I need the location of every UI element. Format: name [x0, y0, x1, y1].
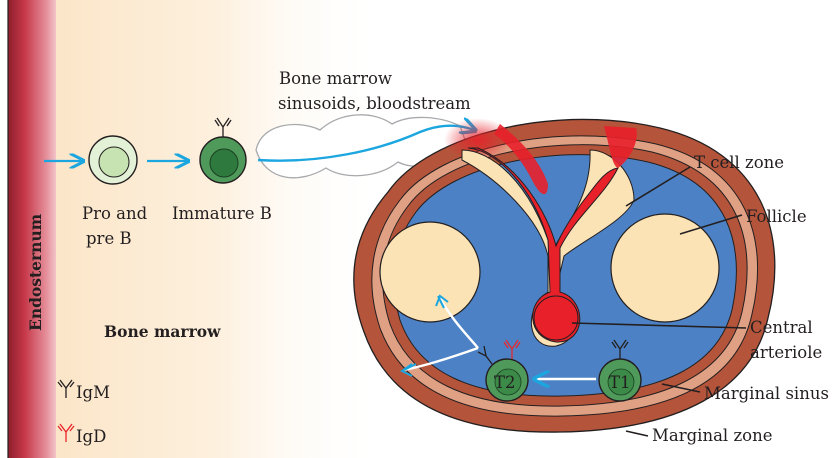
central-arteriole-label-1: Central: [750, 318, 813, 337]
central-arteriole-label-2: arteriole: [750, 343, 822, 362]
sinusoids-label-2: sinusoids, bloodstream: [278, 94, 471, 113]
bone-marrow-label: Bone marrow: [104, 322, 221, 341]
pro-pre-label-2: pre B: [86, 229, 132, 248]
t2-label: T2: [494, 373, 516, 392]
endosteum-label: Endosternum: [26, 213, 45, 331]
pro-pre-b-cell: [89, 136, 137, 184]
marginal-zone-label: Marginal zone: [652, 426, 772, 445]
immature-b-label: Immature B: [172, 204, 272, 223]
follicle-right: [611, 214, 719, 322]
follicle-label: Follicle: [746, 207, 807, 226]
t1-label: T1: [609, 373, 631, 392]
arteriole-node: [534, 296, 578, 340]
legend-igm-label: IgM: [76, 383, 110, 402]
marginal-sinus-label: Marginal sinus: [704, 384, 829, 403]
t-cell-zone-label: T cell zone: [694, 153, 784, 172]
pro-pre-label-1: Pro and: [82, 204, 148, 223]
sinusoids-label-1: Bone marrow: [279, 69, 392, 88]
legend-igd-label: IgD: [76, 427, 106, 446]
follicle-left: [380, 222, 480, 322]
